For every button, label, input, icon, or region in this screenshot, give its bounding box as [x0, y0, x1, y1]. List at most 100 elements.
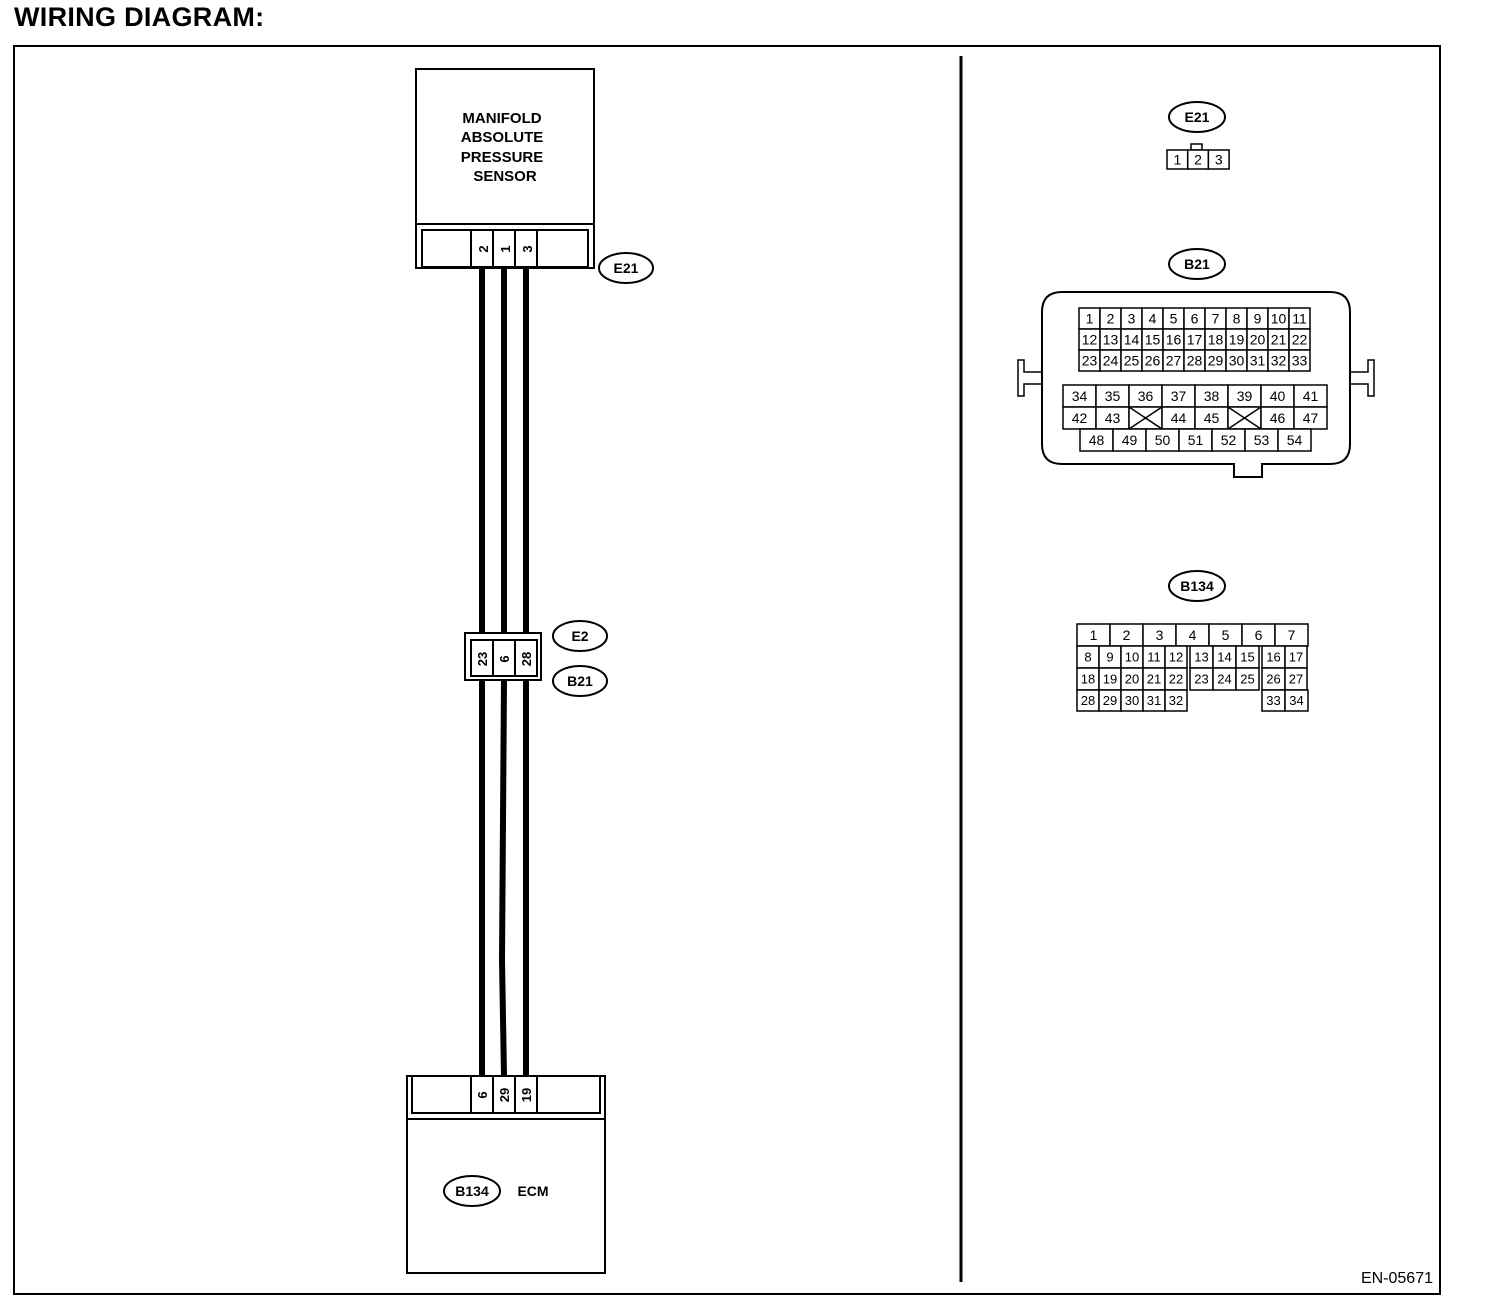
b134-pin-30: 30 [1120, 689, 1144, 712]
svg-text:15: 15 [1145, 332, 1161, 348]
b21-pin-7: 7 [1204, 307, 1227, 330]
b21-pin-35: 35 [1095, 384, 1130, 408]
e21-pin-2: 2 [1186, 149, 1210, 170]
b21-pin-1: 1 [1078, 307, 1101, 330]
joint-label-e2: E2 [552, 620, 608, 652]
b21-pin-2: 2 [1099, 307, 1122, 330]
b21-pin-9: 9 [1246, 307, 1269, 330]
svg-text:36: 36 [1138, 388, 1154, 404]
ecm-pin-29: 29 [497, 1088, 512, 1102]
svg-text:12: 12 [1082, 332, 1098, 348]
svg-text:B134: B134 [1180, 578, 1214, 594]
svg-text:1: 1 [1090, 627, 1098, 643]
b134-pin-5: 5 [1208, 623, 1243, 647]
b134-pin-31: 31 [1142, 689, 1166, 712]
b21-pin-31: 31 [1246, 349, 1269, 372]
svg-text:54: 54 [1287, 432, 1303, 448]
svg-text:9: 9 [1106, 650, 1113, 665]
svg-text:6: 6 [1255, 627, 1263, 643]
wire-5b [499, 959, 507, 1077]
svg-text:3: 3 [1156, 627, 1164, 643]
sensor-name-line-1: MANIFOLD [462, 110, 541, 127]
svg-text:3: 3 [1215, 152, 1223, 168]
sensor-connector-label: E21 [598, 252, 654, 284]
b134-pin-15: 15 [1235, 645, 1260, 669]
b21-pin-22: 22 [1288, 328, 1311, 351]
svg-text:27: 27 [1289, 672, 1303, 687]
joint-pin-28: 28 [519, 652, 534, 666]
b21-pin-43: 43 [1095, 406, 1130, 430]
svg-text:7: 7 [1212, 311, 1220, 327]
svg-text:E2: E2 [571, 628, 588, 644]
b21-pin-10: 10 [1267, 307, 1290, 330]
svg-text:E21: E21 [614, 260, 639, 276]
svg-text:41: 41 [1303, 388, 1319, 404]
svg-text:B21: B21 [1184, 256, 1210, 272]
svg-text:18: 18 [1208, 332, 1224, 348]
sensor-pin-1: 1 [498, 245, 513, 252]
b134-pin-33: 33 [1261, 689, 1286, 712]
b21-pin-30: 30 [1225, 349, 1248, 372]
b134-pin-23: 23 [1189, 667, 1214, 691]
b21-pin-49: 49 [1112, 428, 1147, 452]
b21-pin-21: 21 [1267, 328, 1290, 351]
svg-text:34: 34 [1072, 388, 1088, 404]
b21-pin-41: 41 [1293, 384, 1328, 408]
svg-text:22: 22 [1292, 332, 1308, 348]
b134-pin-27: 27 [1284, 667, 1308, 691]
svg-text:39: 39 [1237, 388, 1253, 404]
b21-pin-16: 16 [1162, 328, 1185, 351]
joint-pin-23: 23 [475, 652, 490, 666]
svg-text:33: 33 [1266, 693, 1280, 708]
ecm-pin-6: 6 [475, 1091, 490, 1098]
figure-code: EN-05671 [1361, 1270, 1433, 1287]
sensor-name-line-4: SENSOR [473, 168, 537, 185]
b134-pin-18: 18 [1076, 667, 1100, 691]
b21-blank-pin [1128, 406, 1163, 430]
svg-text:2: 2 [1123, 627, 1131, 643]
svg-text:20: 20 [1250, 332, 1266, 348]
svg-text:27: 27 [1166, 353, 1182, 369]
svg-text:49: 49 [1122, 432, 1138, 448]
svg-text:14: 14 [1217, 650, 1231, 665]
svg-text:29: 29 [1208, 353, 1224, 369]
svg-text:43: 43 [1105, 410, 1121, 426]
b21-pin-25: 25 [1120, 349, 1143, 372]
b21-pin-32: 32 [1267, 349, 1290, 372]
svg-text:4: 4 [1149, 311, 1157, 327]
svg-text:2: 2 [1107, 311, 1115, 327]
b134-pin-3: 3 [1142, 623, 1177, 647]
svg-text:51: 51 [1188, 432, 1204, 448]
svg-text:28: 28 [1187, 353, 1203, 369]
sensor-name-line-2: ABSOLUTE [461, 129, 544, 146]
svg-text:46: 46 [1270, 410, 1286, 426]
b21-pin-15: 15 [1141, 328, 1164, 351]
svg-text:12: 12 [1169, 650, 1183, 665]
svg-text:8: 8 [1233, 311, 1241, 327]
svg-text:35: 35 [1105, 388, 1121, 404]
b21-pin-11: 11 [1288, 307, 1311, 330]
svg-text:18: 18 [1081, 672, 1095, 687]
svg-text:24: 24 [1217, 672, 1231, 687]
wire-harness [479, 268, 529, 1077]
ecm-label: ECM [517, 1183, 548, 1199]
svg-text:44: 44 [1171, 410, 1187, 426]
svg-text:37: 37 [1171, 388, 1187, 404]
svg-text:E21: E21 [1185, 109, 1210, 125]
svg-text:26: 26 [1145, 353, 1161, 369]
diagram-frame [13, 45, 1441, 1295]
svg-text:23: 23 [1194, 672, 1208, 687]
svg-text:33: 33 [1292, 353, 1308, 369]
svg-text:16: 16 [1266, 650, 1280, 665]
b21-pin-17: 17 [1183, 328, 1206, 351]
page-title: WIRING DIAGRAM: [14, 2, 265, 32]
svg-text:23: 23 [1082, 353, 1098, 369]
ecm-box: 6 29 19 B134 ECM [406, 1075, 606, 1274]
svg-text:34: 34 [1289, 693, 1303, 708]
b21-pin-45: 45 [1194, 406, 1229, 430]
b21-pin-36: 36 [1128, 384, 1163, 408]
b21-pin-47: 47 [1293, 406, 1328, 430]
b134-pin-13: 13 [1189, 645, 1214, 669]
b21-blank-pin [1227, 406, 1262, 430]
